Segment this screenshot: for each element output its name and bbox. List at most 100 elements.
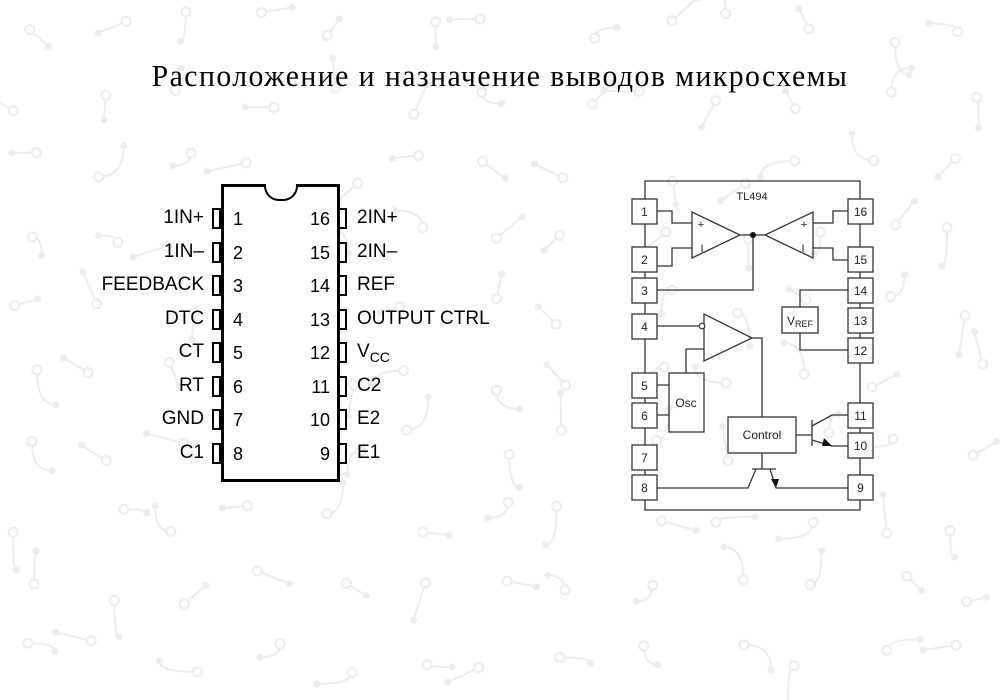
pattern-node <box>340 577 352 589</box>
pattern-node <box>188 335 196 343</box>
dip-pin-pad-right <box>338 275 347 296</box>
pattern-node <box>241 500 253 512</box>
pattern-node <box>516 483 524 491</box>
pattern-node <box>501 575 513 587</box>
pattern-node <box>256 7 268 19</box>
pattern-node <box>82 367 94 379</box>
pattern-node <box>417 222 429 234</box>
pattern-node <box>672 201 680 209</box>
dip-pin-label: 2IN– <box>357 240 398 262</box>
pattern-node <box>178 437 190 449</box>
pattern-node <box>719 423 727 431</box>
dip-pin-label: DTC <box>164 307 204 329</box>
pattern-node <box>955 351 963 359</box>
pattern-node <box>189 306 201 318</box>
dip-pin-label: E1 <box>357 441 381 463</box>
dip-pin-number: 10 <box>309 410 330 430</box>
amp1-plus-sign: + <box>698 219 704 231</box>
schematic-pin-box <box>847 277 874 304</box>
emitter-arrow-q1 <box>771 479 779 488</box>
pattern-node <box>720 8 732 20</box>
pattern-node <box>586 659 594 667</box>
dip-pin-pad-left <box>212 308 221 330</box>
pattern-node <box>746 343 754 351</box>
pattern-node <box>559 584 571 596</box>
pattern-node <box>952 26 964 38</box>
pattern-node <box>848 130 856 138</box>
pattern-node <box>432 43 440 51</box>
dip-pin-number: 8 <box>233 443 244 464</box>
pattern-node <box>919 646 927 654</box>
pattern-node <box>893 370 901 378</box>
dip-pin-pad-left <box>212 409 221 430</box>
pattern-node <box>241 103 249 111</box>
schematic-pin-box <box>847 198 874 225</box>
pattern-node <box>85 635 97 647</box>
pattern-node <box>256 653 264 661</box>
pattern-node <box>938 262 946 270</box>
pattern-node <box>737 574 749 586</box>
dip-pin-pad-right <box>338 409 347 430</box>
pattern-node <box>362 591 370 599</box>
pattern-node <box>444 678 452 686</box>
pattern-node <box>474 13 486 25</box>
pattern-node <box>516 405 524 413</box>
pattern-node <box>79 268 87 276</box>
pattern-node <box>785 285 793 293</box>
schematic-pin-number: 7 <box>641 451 648 465</box>
pattern-node <box>866 381 878 393</box>
pattern-node <box>885 86 897 98</box>
pattern-node <box>722 455 734 467</box>
pattern-node <box>498 270 506 278</box>
pattern-node <box>498 100 506 108</box>
pattern-node <box>34 295 42 303</box>
pattern-node <box>108 594 120 606</box>
pattern-node <box>780 339 788 347</box>
pattern-node <box>666 15 678 27</box>
pattern-node <box>698 123 706 131</box>
pattern-node <box>550 318 562 330</box>
pattern-node <box>518 213 526 221</box>
pattern-node <box>398 365 410 377</box>
pattern-node <box>369 380 377 388</box>
pattern-node <box>613 24 621 32</box>
dip-pin-pad-right <box>338 375 347 397</box>
pattern-node <box>789 103 801 115</box>
pattern-node <box>720 377 732 389</box>
schematic-pin-number: 12 <box>854 344 868 358</box>
pattern-node <box>542 541 550 549</box>
pattern-node <box>9 300 21 312</box>
dip-pin-pad-right <box>338 342 347 363</box>
pattern-node <box>330 82 342 94</box>
pattern-node <box>22 637 34 649</box>
schematic-pin-box <box>847 246 874 273</box>
pattern-node <box>268 101 280 113</box>
pattern-node <box>717 196 725 204</box>
pattern-node <box>288 3 296 11</box>
dip-pin-pad-left <box>212 375 221 397</box>
schematic-pin-number: 10 <box>854 439 868 453</box>
pattern-node <box>28 578 40 590</box>
pattern-node <box>95 29 103 37</box>
dip-pin-number: 5 <box>233 343 244 363</box>
pattern-node <box>115 633 123 641</box>
schematic-pin-number: 6 <box>641 409 648 423</box>
pattern-node <box>354 445 366 457</box>
pattern-node <box>532 583 540 591</box>
dip-pin-number: 16 <box>309 209 330 229</box>
pattern-node <box>916 635 924 643</box>
pattern-node <box>654 661 662 669</box>
pattern-node <box>910 197 918 205</box>
pattern-node <box>691 363 699 371</box>
pattern-node <box>100 455 112 467</box>
pattern-node <box>900 271 908 279</box>
pattern-node <box>993 438 1000 446</box>
emitter-arrow-q2 <box>822 438 832 446</box>
pattern-node <box>219 504 227 512</box>
pattern-node <box>143 509 151 517</box>
dip-pin-label: 1IN– <box>163 240 204 262</box>
dip-pin-number: 12 <box>309 343 330 363</box>
pattern-node <box>476 86 488 98</box>
pattern-node <box>274 638 286 650</box>
dip-pin-label: REF <box>357 274 395 295</box>
